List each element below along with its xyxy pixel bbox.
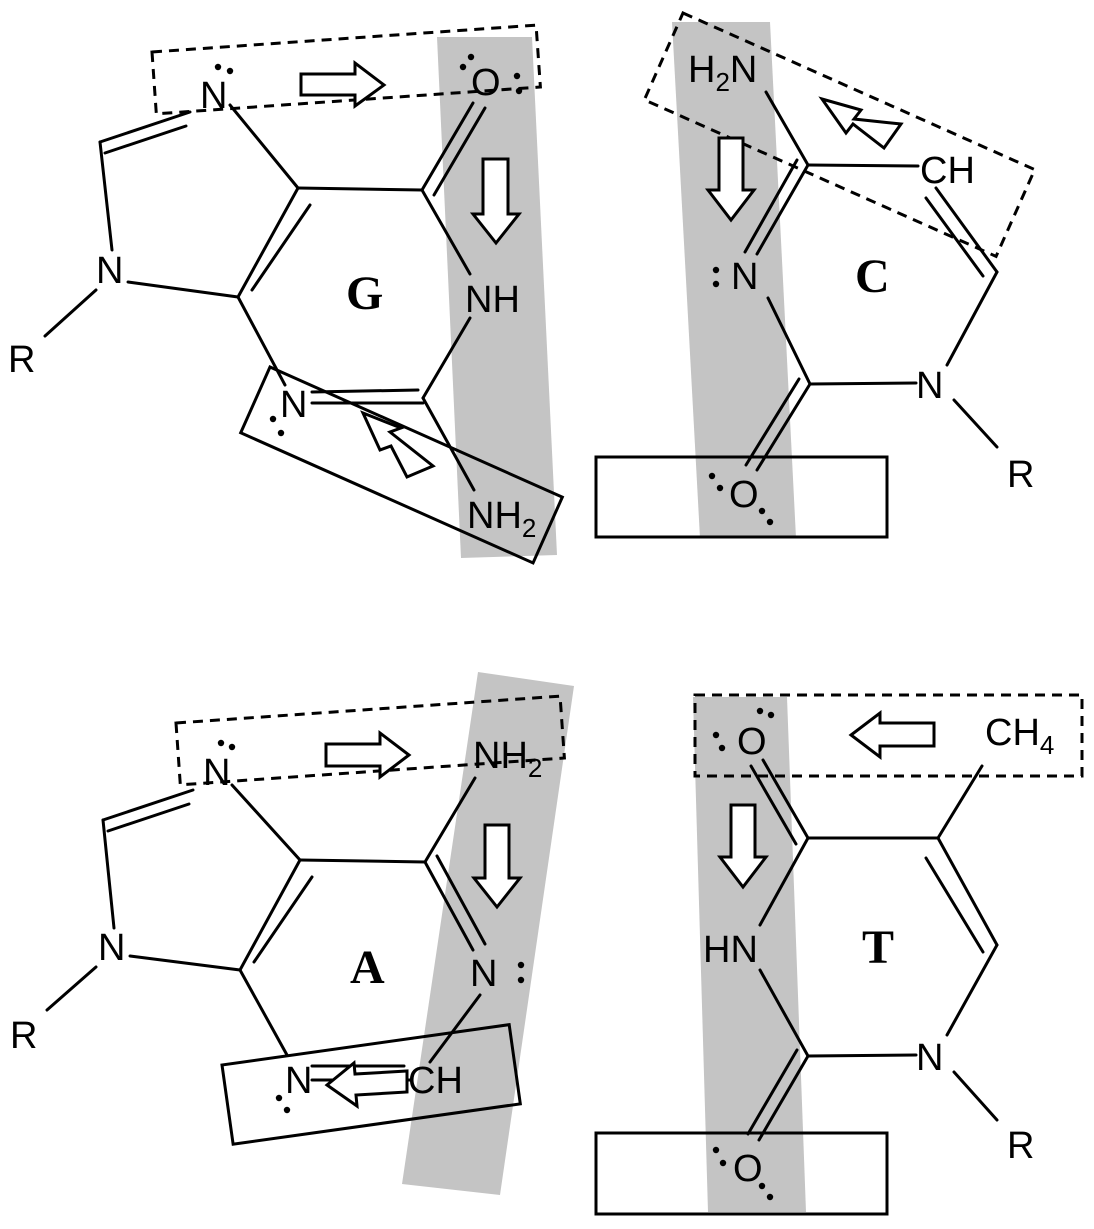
g-solid-box — [238, 365, 565, 565]
t-atom-o-top: O — [737, 721, 767, 763]
c-bonds — [743, 90, 999, 472]
t-atom-ch4: CH4 — [985, 712, 1054, 760]
t-lone-pairs — [712, 707, 775, 1201]
g-bonds — [43, 101, 487, 492]
c-shaded-band — [672, 22, 796, 538]
t-atom-n-right: N — [916, 1037, 943, 1079]
t-dashed-box — [693, 693, 1084, 778]
a-atom-n-top: N — [203, 752, 230, 794]
g-atom-o: O — [471, 62, 501, 104]
a-atom-n-right: N — [470, 953, 497, 995]
c-atom-h2n: H2N — [688, 49, 757, 97]
g-arrow-right — [299, 59, 387, 109]
a-arrow-down — [470, 823, 524, 910]
a-bonds — [45, 776, 487, 1082]
g-dashed-box — [150, 23, 542, 116]
guanine-structure: N O NH N R N NH2 G — [8, 23, 565, 565]
a-lone-pairs — [217, 739, 525, 1114]
g-atom-nh2: NH2 — [467, 495, 536, 543]
g-atom-nh: NH — [465, 279, 520, 321]
c-lone-pairs — [708, 266, 774, 526]
a-arrow-right — [324, 729, 412, 781]
g-base-letter: G — [346, 267, 383, 320]
t-bonds — [746, 758, 999, 1142]
t-atom-o-bottom: O — [733, 1148, 763, 1190]
a-base-letter: A — [350, 941, 385, 994]
a-atom-r: R — [10, 1015, 37, 1057]
a-atom-ch: CH — [408, 1060, 463, 1102]
t-base-letter: T — [862, 921, 894, 974]
c-arrow-down — [704, 136, 758, 223]
adenine-structure: N NH2 N R N N CH A — [10, 672, 574, 1195]
g-arrow-down — [469, 157, 523, 246]
a-atom-n-left: N — [98, 927, 125, 969]
g-atom-n-top: N — [200, 75, 227, 117]
a-shaded-band — [402, 672, 574, 1195]
cytosine-structure: H2N CH N N R O C — [594, 11, 1037, 539]
t-solid-box — [594, 1131, 889, 1216]
t-arrow-down — [716, 803, 770, 890]
c-atom-r: R — [1007, 454, 1034, 496]
a-solid-box — [220, 1022, 523, 1146]
g-shaded-band — [437, 37, 557, 558]
t-atom-hn: HN — [703, 929, 758, 971]
a-atom-nh2: NH2 — [473, 735, 542, 783]
g-arrow-up-left — [360, 410, 436, 479]
c-base-letter: C — [855, 250, 890, 303]
t-atom-r: R — [1007, 1125, 1034, 1167]
g-atom-n-left: N — [96, 250, 123, 292]
g-atom-r: R — [8, 339, 35, 381]
g-lone-pairs — [214, 53, 523, 437]
c-atom-n-right: N — [916, 365, 943, 407]
c-atom-ch: CH — [920, 150, 975, 192]
g-atom-n-bottom: N — [280, 384, 307, 426]
c-arrow-up-left — [818, 96, 904, 151]
a-atom-n-bottom: N — [285, 1060, 312, 1102]
a-dashed-box — [174, 694, 566, 787]
t-arrow-left — [848, 709, 936, 761]
thymine-structure: O CH4 HN N R O T — [594, 693, 1084, 1216]
c-dashed-box — [642, 11, 1037, 259]
c-solid-box — [594, 455, 889, 539]
a-arrow-left — [324, 1060, 409, 1110]
c-atom-o: O — [729, 474, 759, 516]
c-atom-n-left: N — [731, 256, 758, 298]
